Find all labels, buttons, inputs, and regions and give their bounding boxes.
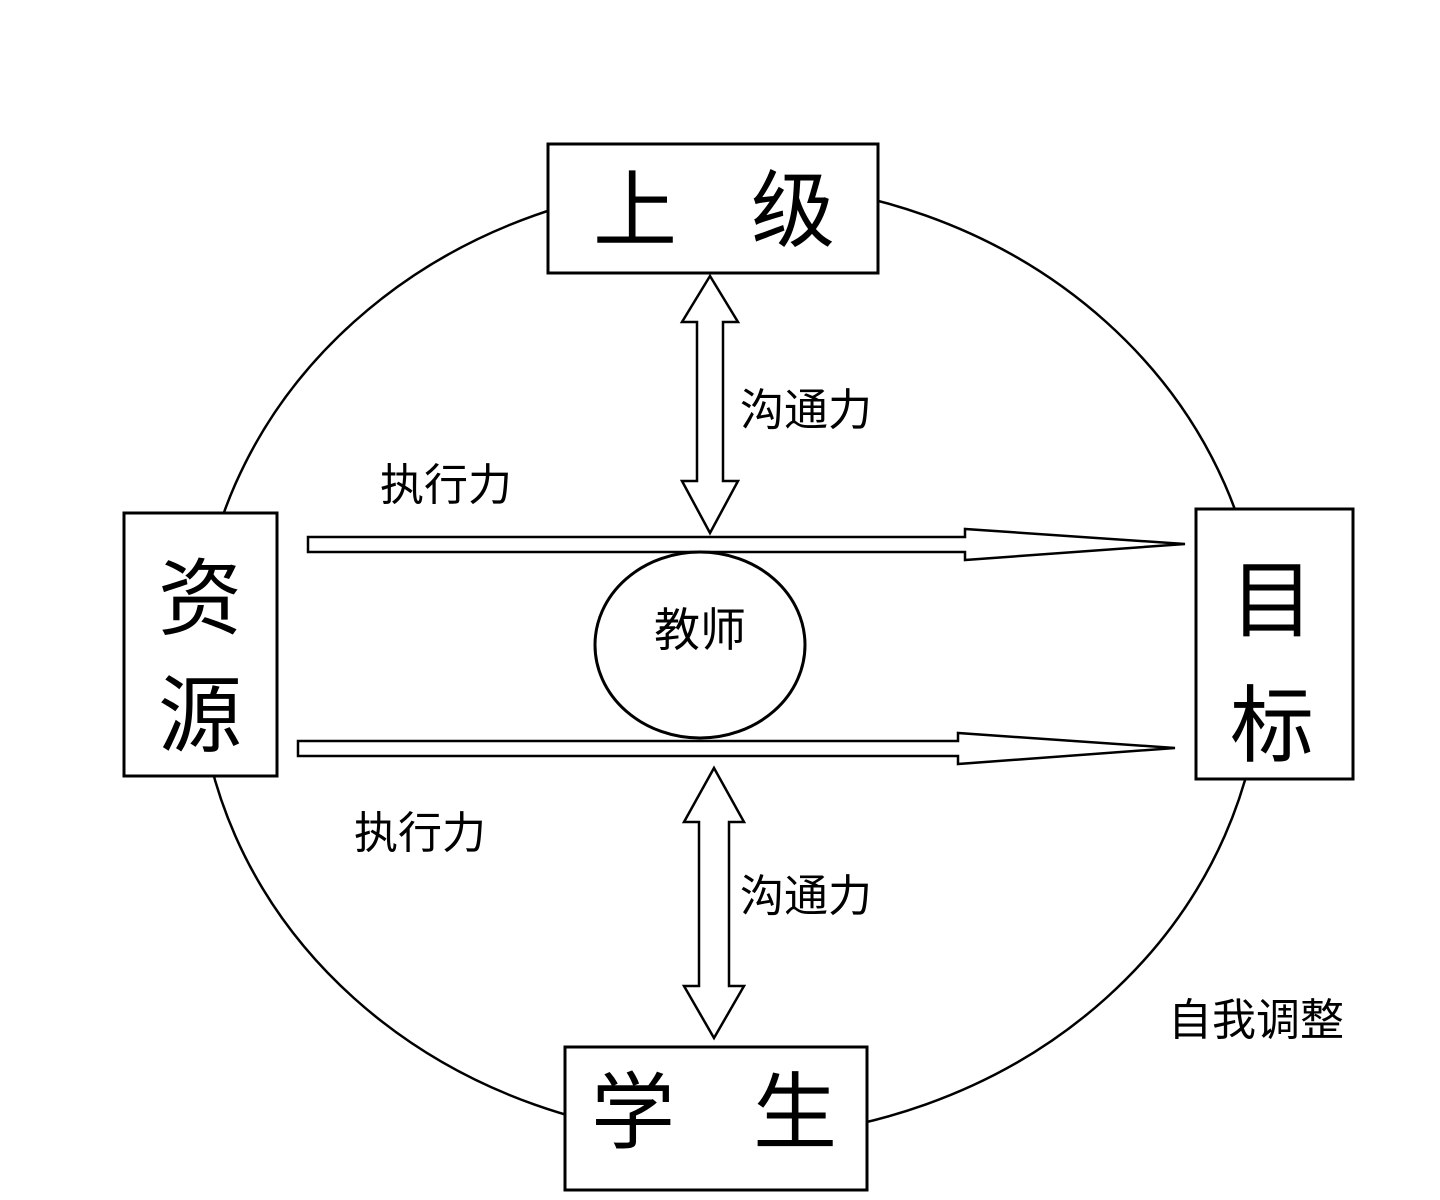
node-goal-char1: 目 — [1230, 552, 1314, 650]
execution-arrow-top — [306, 527, 1186, 562]
execution-label-top: 执行力 — [380, 460, 512, 511]
communication-arrow-bottom — [681, 765, 747, 1041]
execution-arrow-bottom — [296, 731, 1176, 766]
self-adjust-label: 自我调整 — [1168, 995, 1344, 1046]
node-students-char2: 生 — [753, 1064, 837, 1162]
communication-arrow-top — [679, 273, 741, 536]
node-students: 学 生 — [563, 1045, 869, 1192]
node-resources-char2: 源 — [158, 667, 242, 765]
node-superior-char2: 级 — [751, 162, 835, 260]
node-goal: 目 标 — [1194, 507, 1355, 781]
node-teacher-label: 教师 — [654, 603, 746, 657]
node-resources-char1: 资 — [158, 550, 242, 648]
node-resources: 资 源 — [122, 511, 279, 778]
node-superior-char1: 上 — [593, 162, 677, 260]
node-teacher — [593, 550, 807, 740]
node-students-char1: 学 — [591, 1064, 675, 1162]
communication-label-bottom: 沟通力 — [740, 871, 872, 922]
node-goal-char2: 标 — [1230, 677, 1314, 775]
node-superior: 上 级 — [546, 142, 880, 275]
communication-label-top: 沟通力 — [740, 385, 872, 436]
execution-label-bottom: 执行力 — [354, 808, 486, 859]
